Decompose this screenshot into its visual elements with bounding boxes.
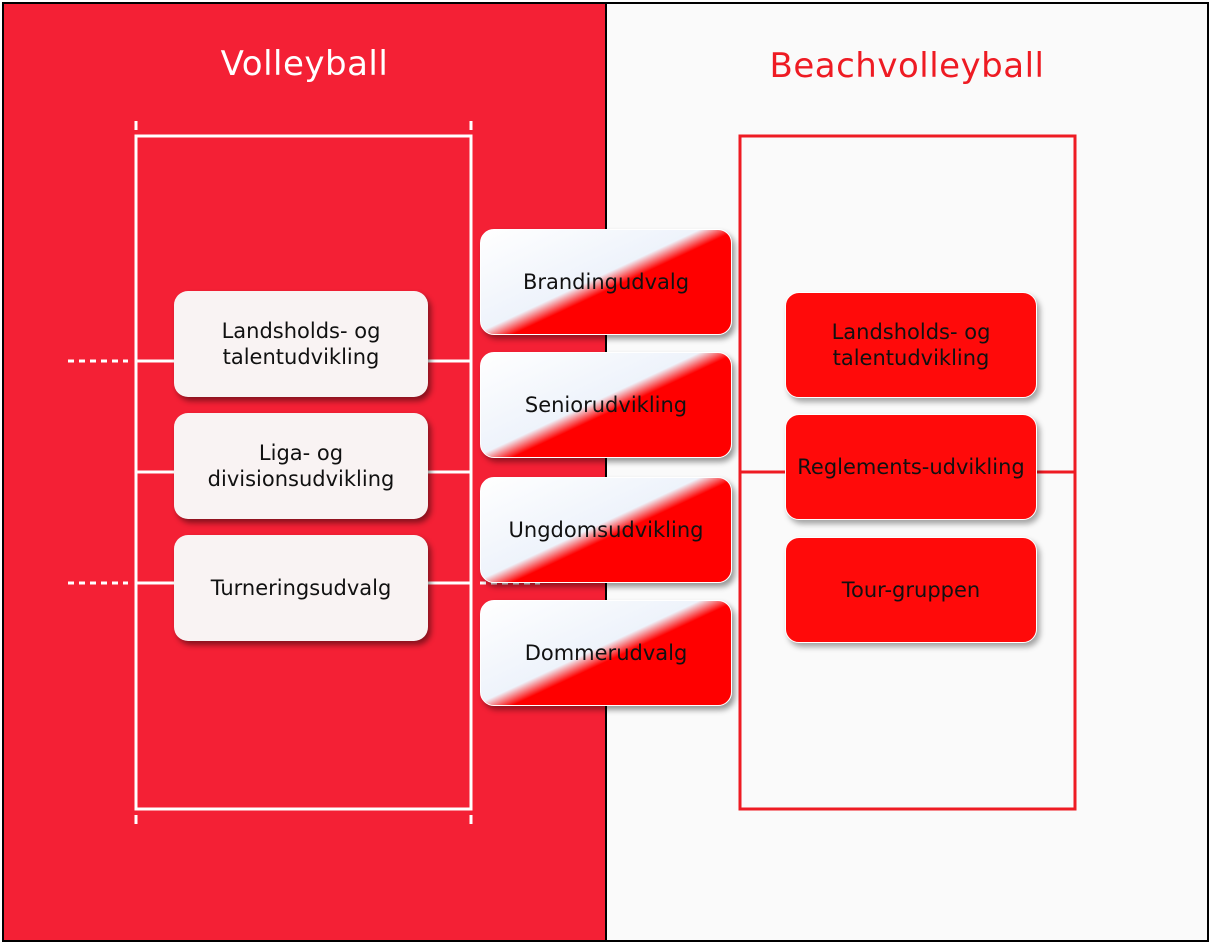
committee-label: Dommerudvalg bbox=[524, 640, 688, 665]
volleyball-committee-liga[interactable]: Liga- og divisionsudvikling bbox=[174, 413, 428, 519]
committee-label: Liga- og divisionsudvikling bbox=[207, 440, 395, 491]
committee-label: Brandingudvalg bbox=[522, 269, 690, 294]
committee-label: Seniorudvikling bbox=[524, 392, 688, 417]
shared-committee-ungdom[interactable]: Ungdomsudvikling bbox=[480, 477, 732, 583]
beach-committee-tour[interactable]: Tour-gruppen bbox=[785, 537, 1037, 643]
beach-committee-landshold[interactable]: Landsholds- og talentudvikling bbox=[785, 292, 1037, 398]
committee-label: Landsholds- og talentudvikling bbox=[831, 319, 991, 370]
volleyball-committee-turnering[interactable]: Turneringsudvalg bbox=[174, 535, 428, 641]
committee-label: Tour-gruppen bbox=[841, 577, 981, 602]
beach-committee-reglement[interactable]: Reglements-udvikling bbox=[785, 414, 1037, 520]
committee-label: Turneringsudvalg bbox=[210, 575, 392, 600]
volleyball-committee-landshold[interactable]: Landsholds- og talentudvikling bbox=[174, 291, 428, 397]
shared-committee-branding[interactable]: Brandingudvalg bbox=[480, 229, 732, 335]
committee-label: Ungdomsudvikling bbox=[508, 517, 704, 542]
shared-committee-senior[interactable]: Seniorudvikling bbox=[480, 352, 732, 458]
committee-label: Landsholds- og talentudvikling bbox=[221, 318, 381, 369]
beachvolleyball-title: Beachvolleyball bbox=[769, 46, 1045, 86]
shared-committee-dommer[interactable]: Dommerudvalg bbox=[480, 600, 732, 706]
volleyball-title: Volleyball bbox=[220, 44, 389, 84]
committee-label: Reglements-udvikling bbox=[797, 454, 1025, 479]
